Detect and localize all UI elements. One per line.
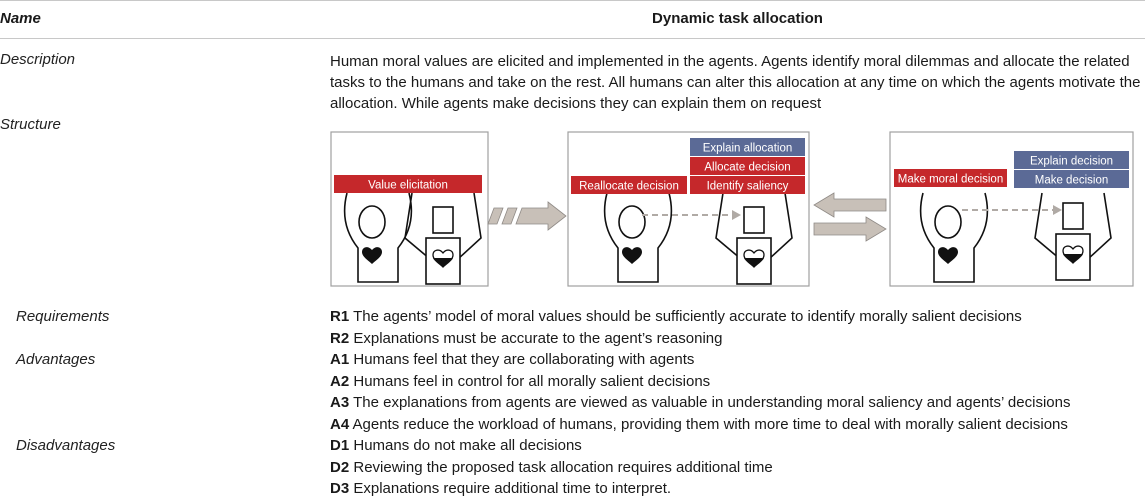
advantage-item: A4 Agents reduce the workload of humans,…: [330, 416, 1068, 433]
reallocate-decision-box: [571, 176, 687, 194]
half-heart-icon: [743, 249, 765, 268]
requirement-item: R1 The agents’ model of moral values sho…: [330, 308, 1022, 325]
item-text: Humans feel in control for all morally s…: [349, 373, 711, 390]
identify-saliency-box: [690, 176, 805, 194]
disadvantages-label: Disadvantages: [16, 437, 116, 454]
make-decision-box: [1014, 170, 1129, 188]
item-code: D3: [330, 480, 350, 497]
item-code: R1: [330, 308, 350, 325]
human-figure: [919, 192, 989, 283]
reallocate-decision-label: Reallocate decision: [579, 181, 679, 193]
explain-decision-label: Explain decision: [1030, 156, 1113, 168]
explain-decision-box: [1014, 151, 1129, 169]
explain-allocation-box: [690, 138, 805, 156]
transition-arrow-forward: [813, 216, 887, 242]
header-rule: [0, 38, 1145, 39]
disadvantage-item: D3 Explanations require additional time …: [330, 480, 671, 497]
header-name-label: Name: [0, 10, 41, 27]
panel-decision: Make moral decision Explain decision Mak…: [889, 131, 1134, 287]
value-elicitation-box: [334, 175, 482, 193]
header-title: Dynamic task allocation: [652, 10, 823, 27]
delegation-arrow: [642, 210, 741, 220]
item-text: Reviewing the proposed task allocation r…: [349, 459, 773, 476]
panel-value-elicitation: Value elicitation: [330, 131, 489, 287]
half-heart-icon: [1062, 245, 1084, 264]
item-code: A2: [330, 373, 350, 390]
requirement-item: R2 Explanations must be accurate to the …: [330, 330, 722, 347]
allocate-decision-box: [690, 157, 805, 175]
allocate-decision-label: Allocate decision: [704, 162, 790, 174]
item-code: R2: [330, 330, 350, 347]
advantage-item: A1 Humans feel that they are collaborati…: [330, 351, 694, 368]
item-code: A3: [330, 394, 350, 411]
structure-diagram: Value elicitation Reallocate decision: [330, 131, 1134, 287]
item-text: Humans do not make all decisions: [349, 437, 582, 454]
item-text: Explanations must be accurate to the age…: [349, 330, 723, 347]
item-text: The explanations from agents are viewed …: [349, 394, 1071, 411]
transition-arrow-back: [813, 192, 887, 218]
item-code: A1: [330, 351, 350, 368]
item-code: D2: [330, 459, 350, 476]
human-figure: [343, 192, 413, 283]
make-decision-label: Make decision: [1035, 175, 1109, 187]
make-moral-decision-box: [894, 169, 1007, 187]
item-code: D1: [330, 437, 350, 454]
panel-allocation: Reallocate decision Explain allocation A…: [567, 131, 810, 287]
item-code: A4: [330, 416, 350, 433]
advantage-item: A3 The explanations from agents are view…: [330, 394, 1070, 411]
human-figure: [603, 192, 673, 283]
disadvantage-item: D2 Reviewing the proposed task allocatio…: [330, 459, 773, 476]
item-text: Humans feel that they are collaborating …: [349, 351, 695, 368]
item-text: The agents’ model of moral values should…: [349, 308, 1022, 325]
requirements-label: Requirements: [16, 308, 110, 325]
transition-arrow-1: [487, 201, 567, 231]
value-elicitation-label: Value elicitation: [368, 180, 448, 192]
advantage-item: A2 Humans feel in control for all morall…: [330, 373, 710, 390]
explain-allocation-label: Explain allocation: [703, 143, 793, 155]
advantages-label: Advantages: [16, 351, 96, 368]
item-text: Explanations require additional time to …: [349, 480, 672, 497]
delegation-arrow: [962, 205, 1062, 215]
make-moral-decision-label: Make moral decision: [898, 174, 1003, 186]
top-rule: [0, 0, 1145, 1]
item-text: Agents reduce the workload of humans, pr…: [349, 416, 1068, 433]
agent-figure: [1034, 192, 1112, 281]
structure-label: Structure: [0, 116, 61, 133]
description-text: Human moral values are elicited and impl…: [330, 53, 1141, 112]
description-label: Description: [0, 51, 76, 68]
identify-saliency-label: Identify saliency: [707, 181, 789, 193]
half-heart-icon: [432, 249, 454, 268]
disadvantage-item: D1 Humans do not make all decisions: [330, 437, 582, 454]
